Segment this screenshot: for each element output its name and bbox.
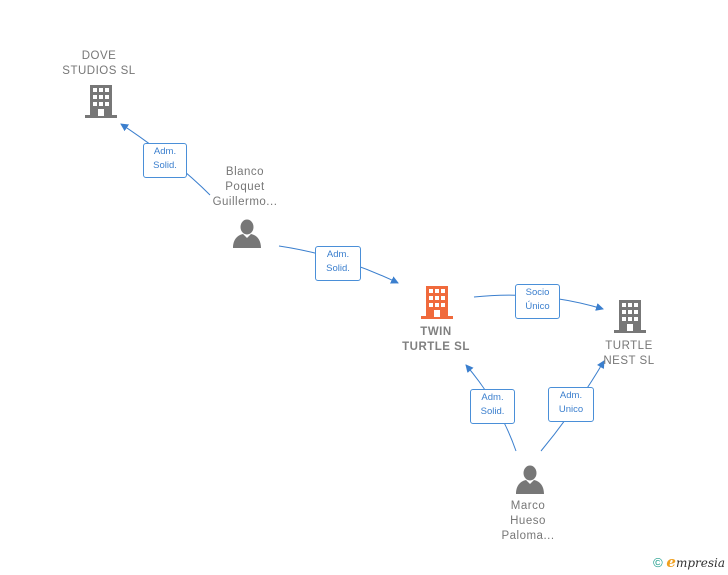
copyright-icon: © [653,555,663,570]
node-dove-studios-label[interactable]: DOVE STUDIOS SL [58,49,140,79]
relation-badge-blanco-twin[interactable]: Adm. Solid. [315,246,361,281]
relation-badge-line: Solid. [480,406,505,417]
relation-badge-marco-nest[interactable]: Adm. Unico [548,387,594,422]
node-label-line: TWIN [420,326,452,338]
relation-badge-line: Solid. [153,160,177,171]
node-twin-turtle-label[interactable]: TWIN TURTLE SL [390,325,482,355]
building-icon[interactable] [85,85,117,119]
node-label-line: Paloma... [501,530,555,542]
relation-badge-line: Único [525,301,550,312]
person-icon[interactable] [233,219,261,248]
relation-badge-twin-nest[interactable]: Socio Único [515,284,560,319]
relation-badge-line: Adm. [559,390,583,401]
node-label-line: NEST SL [603,355,655,367]
relation-badge-line: Solid. [326,263,350,274]
relation-badge-line: Unico [558,404,584,415]
empresia-watermark: © empresia [653,553,725,571]
node-label-line: STUDIOS SL [62,65,136,77]
node-label-line: Marco [510,500,546,512]
empresia-logo: empresia [666,553,725,571]
node-label-line: TURTLE SL [402,341,470,353]
node-marco-label[interactable]: Marco Hueso Paloma... [485,499,571,544]
building-icon-focus[interactable] [421,286,453,320]
node-label-line: Hueso [510,515,546,527]
node-label-line: Poquet [225,181,265,193]
relation-badge-line: Adm. [481,392,504,403]
relation-badge-blanco-dove[interactable]: Adm. Solid. [143,143,187,178]
node-label-line: Guillermo... [212,196,278,208]
node-label-line: Blanco [225,166,265,178]
node-label-line: DOVE [81,50,117,62]
relation-badge-marco-twin[interactable]: Adm. Solid. [470,389,515,424]
empresia-logo-text: mpresia [675,556,725,570]
node-turtle-nest-label[interactable]: TURTLE NEST SL [590,339,668,369]
node-label-line: TURTLE [605,340,653,352]
relation-badge-line: Adm. [326,249,350,260]
building-icon[interactable] [614,300,646,334]
person-icon[interactable] [516,465,544,494]
node-blanco-label[interactable]: Blanco Poquet Guillermo... [200,165,290,210]
relation-badge-line: Socio [525,287,550,298]
empresia-logo-e: e [666,553,676,571]
relation-badge-line: Adm. [153,146,177,157]
